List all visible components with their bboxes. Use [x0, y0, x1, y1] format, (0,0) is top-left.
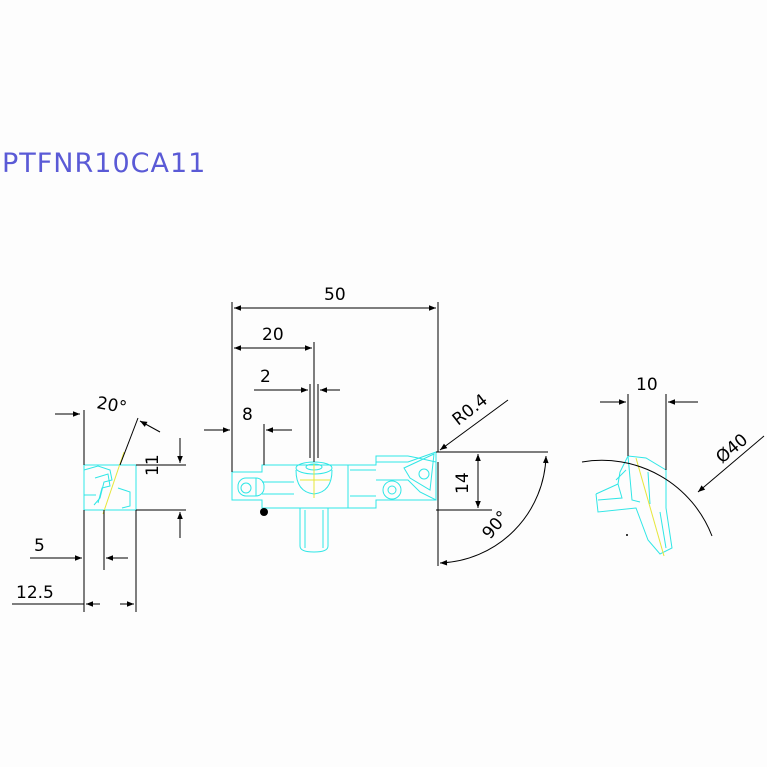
dim-angle-20: 20° — [95, 393, 128, 418]
part-number-title: PTFNR10CA11 — [2, 148, 207, 179]
dim-width-10: 10 — [636, 375, 658, 395]
dim-offset-5: 5 — [34, 536, 45, 556]
side-view: 10 Ø40 — [581, 375, 765, 557]
dim-width-12-5: 12.5 — [16, 583, 54, 603]
top-view: 50 20 2 8 R0.4 14 90° — [204, 285, 549, 566]
end-view: 20° 11 5 12.5 — [12, 393, 186, 612]
dim-length-20: 20 — [262, 325, 284, 345]
dim-height-14: 14 — [453, 472, 473, 494]
dim-length-2: 2 — [260, 367, 271, 387]
top-view-reference-point — [260, 508, 268, 516]
side-view-part-outline — [595, 455, 673, 555]
dim-height-11: 11 — [143, 454, 163, 476]
side-view-dot — [626, 534, 628, 536]
dim-length-50: 50 — [324, 285, 346, 305]
end-view-center-line — [102, 451, 125, 515]
side-view-dimensions — [581, 394, 765, 537]
top-view-part-outline — [231, 451, 437, 553]
dim-length-8: 8 — [242, 405, 253, 425]
dim-angle-90: 90° — [479, 507, 514, 543]
dim-radius-r04: R0.4 — [449, 390, 492, 430]
side-view-center-line — [635, 457, 665, 557]
dim-diameter-40: Ø40 — [712, 430, 752, 468]
end-view-part-outline — [83, 464, 137, 511]
top-view-dimensions — [204, 302, 549, 566]
end-view-dimensions — [12, 410, 186, 612]
